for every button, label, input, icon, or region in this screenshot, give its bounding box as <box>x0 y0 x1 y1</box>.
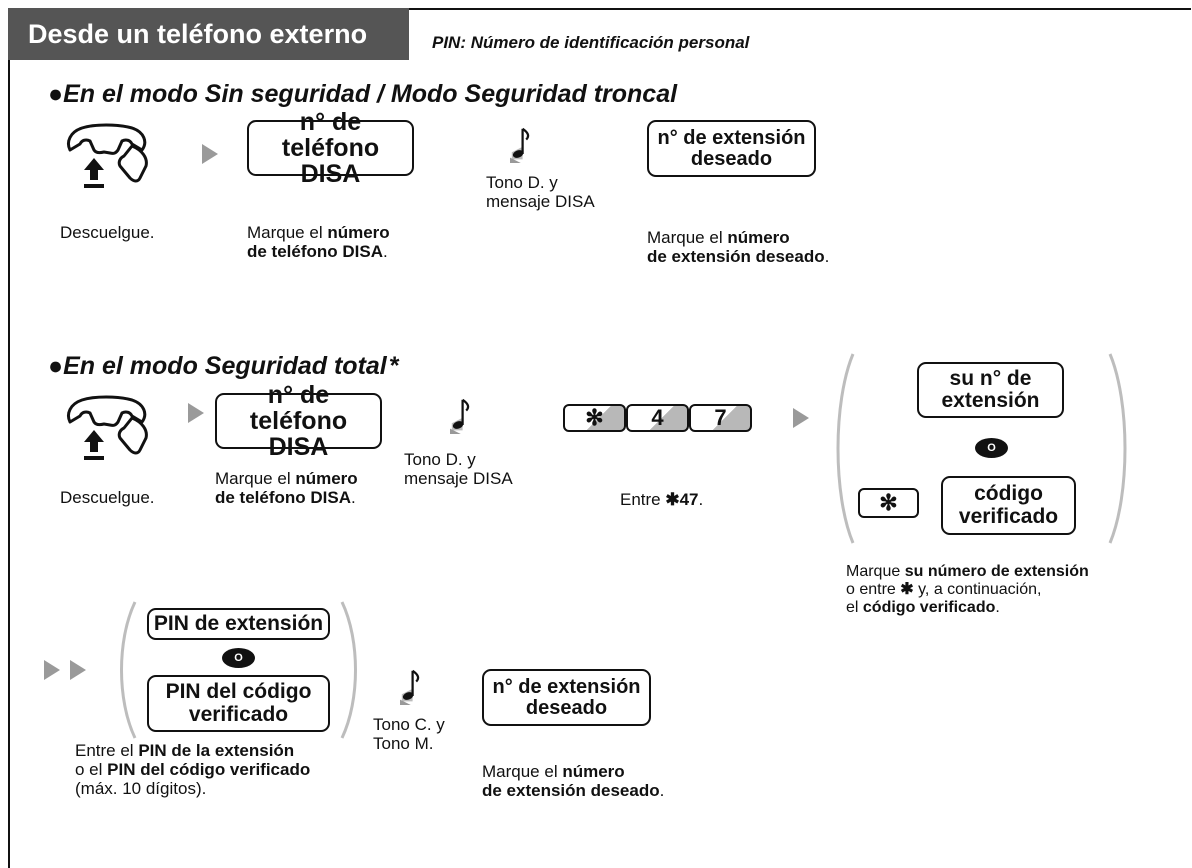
mode1-extension-caption: Marque el número de extensión deseado. <box>647 228 830 266</box>
section-header: Desde un teléfono externo <box>8 8 409 60</box>
gray-triangle-arrow-icon <box>188 403 204 423</box>
mode1-step1-caption: Descuelgue. <box>60 223 155 242</box>
mode2-step1-caption: Descuelgue. <box>60 488 155 507</box>
mode2-keys-caption: Entre ✱47. <box>620 490 704 509</box>
star-key: ✻ <box>563 404 626 432</box>
off-hook-handset-icon <box>60 392 152 470</box>
musical-note-tone-icon <box>398 669 420 705</box>
gray-triangle-arrow-icon <box>793 408 809 428</box>
mode2-disa-caption: Marque el número de teléfono DISA. <box>215 469 358 507</box>
mode2-extension-caption: Marque el número de extensión deseado. <box>482 762 665 800</box>
off-hook-handset-icon <box>60 120 152 198</box>
section-title: Desde un teléfono externo <box>28 18 368 49</box>
right-parenthesis <box>340 601 357 739</box>
right-parenthesis <box>1108 353 1127 544</box>
content-frame <box>8 8 1191 868</box>
extension-pin-key: PIN de extensión <box>147 608 330 640</box>
gray-triangle-arrow-icon <box>70 660 86 680</box>
pin-caption: Entre el PIN de la extensión o el PIN de… <box>75 741 311 798</box>
digit-7-key: 7 <box>689 404 752 432</box>
bullet-icon: ● <box>48 80 64 108</box>
choice-caption: Marque su número de extensión o entre ✱ … <box>846 563 1089 616</box>
gray-triangle-arrow-icon <box>44 660 60 680</box>
left-parenthesis <box>836 353 855 544</box>
mode1-disa-caption: Marque el número de teléfono DISA. <box>247 223 390 261</box>
pin-definition-note: PIN: Número de identificación personal <box>432 33 750 52</box>
gray-triangle-arrow-icon <box>202 144 218 164</box>
mode1-title: ●En el modo Sin seguridad / Modo Segurid… <box>48 80 678 108</box>
left-parenthesis <box>120 601 137 739</box>
musical-note-tone-icon <box>508 127 530 163</box>
star-key: ✻ <box>858 488 919 518</box>
bullet-icon: ● <box>48 352 64 380</box>
digit-4-key: 4 <box>626 404 689 432</box>
star-4-7-keys: ✻ 4 7 <box>563 404 753 434</box>
or-badge: O <box>975 438 1008 458</box>
musical-note-tone-icon <box>448 398 470 434</box>
mode2-title: ●En el modo Seguridad total* <box>48 352 400 380</box>
or-badge: O <box>222 648 255 668</box>
